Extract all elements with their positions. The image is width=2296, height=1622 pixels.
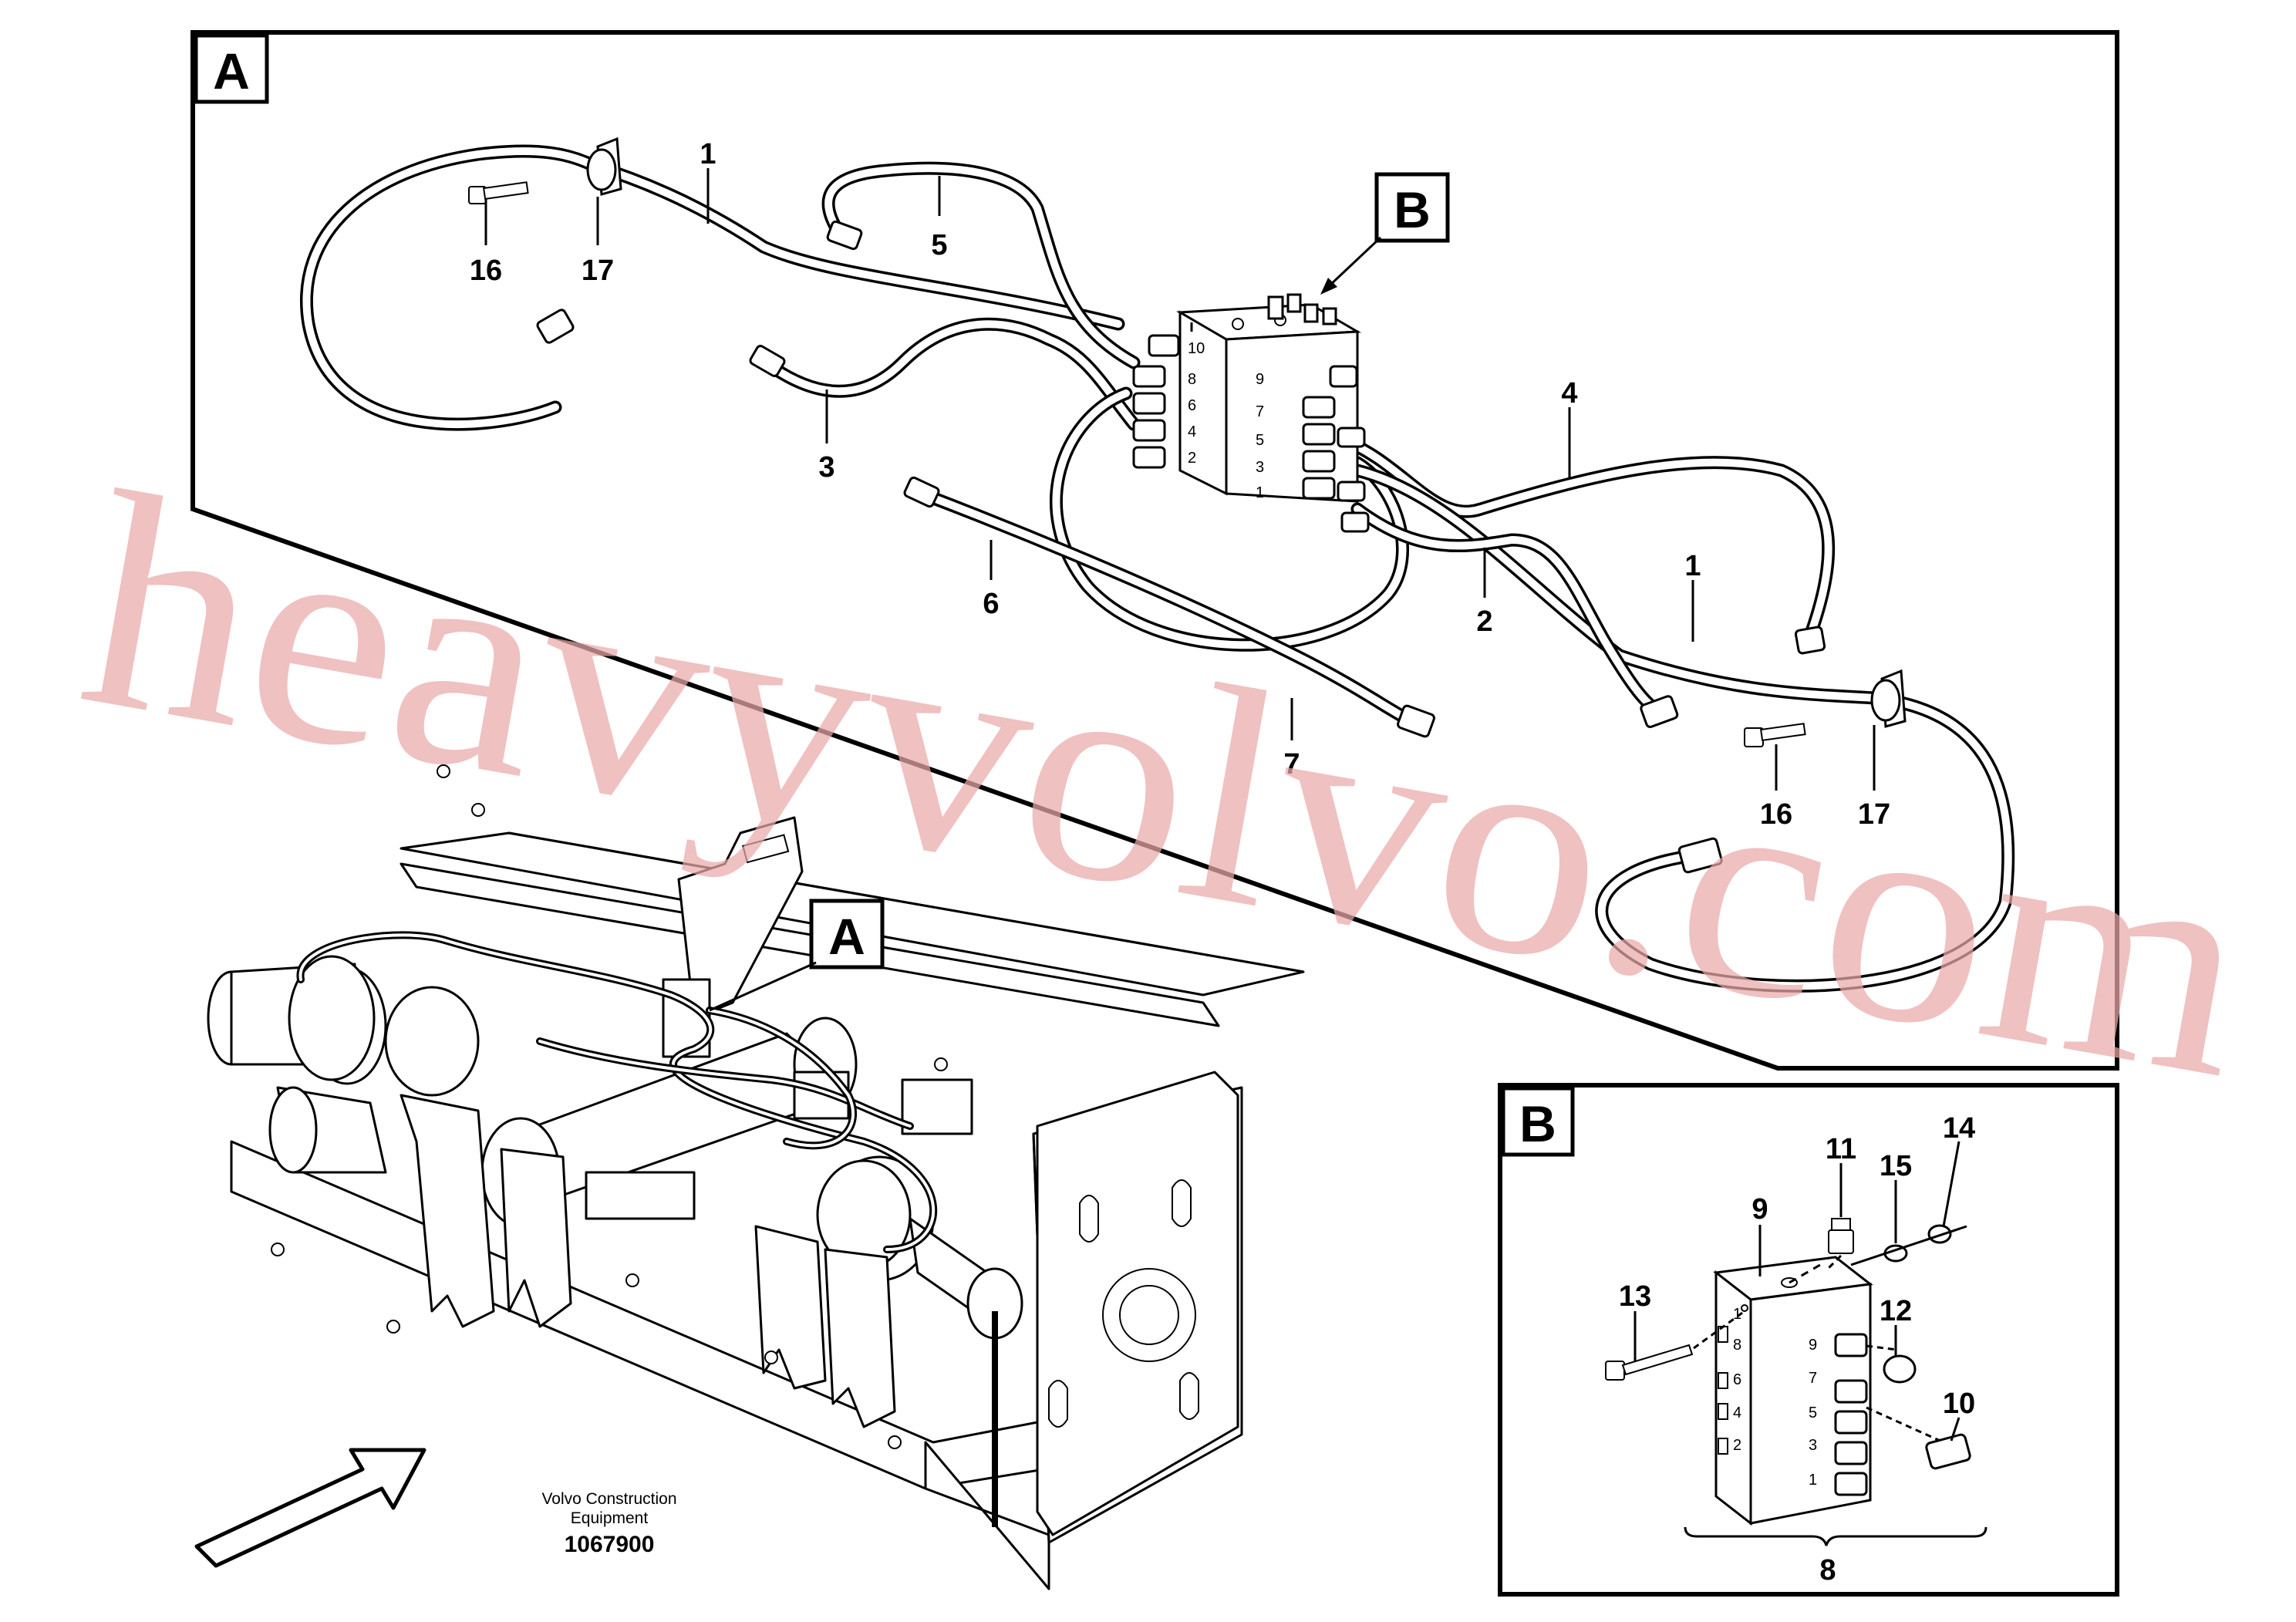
- svg-text:5: 5: [1809, 1404, 1817, 1421]
- view-a-tag: A: [213, 42, 250, 99]
- callout-1: 1: [700, 138, 716, 170]
- view-a-ports-right: 9 7 5 3 1: [1256, 365, 1370, 533]
- view-b-pointer-tag: B: [1394, 181, 1431, 238]
- svg-text:6: 6: [1188, 397, 1196, 414]
- credit-line-1: Volvo Construction: [541, 1490, 676, 1508]
- callout-2: 2: [1476, 605, 1492, 638]
- view-b-ports-left: 1 8 6 4 2: [1733, 1306, 1741, 1454]
- callout-11: 11: [1826, 1133, 1856, 1165]
- view-a-callouts: 1 5 16 17 3 6 7 4 2 1 16 17: [470, 138, 1890, 831]
- svg-text:1: 1: [1256, 484, 1264, 501]
- svg-text:6: 6: [1733, 1371, 1741, 1388]
- callout-6: 6: [983, 588, 999, 620]
- view-a-leaders: [484, 168, 1876, 791]
- drawing-credit: Volvo Construction Equipment 1067900: [541, 1490, 676, 1557]
- callout-13: 13: [1619, 1280, 1651, 1313]
- drawing-number: 1067900: [565, 1532, 655, 1557]
- callout-4: 4: [1561, 377, 1577, 410]
- svg-text:2: 2: [1733, 1437, 1741, 1454]
- svg-text:9: 9: [1256, 371, 1264, 388]
- callout-15: 15: [1880, 1150, 1912, 1182]
- view-a-fittings: [468, 137, 1907, 874]
- svg-text:8: 8: [1733, 1337, 1741, 1354]
- svg-text:8: 8: [1188, 371, 1196, 388]
- view-b-valve-block: [1713, 1256, 1944, 1526]
- view-a-frame: [190, 30, 2119, 1071]
- callout-10: 10: [1943, 1388, 1975, 1420]
- callout-1-right: 1: [1684, 550, 1701, 582]
- svg-text:3: 3: [1809, 1437, 1817, 1454]
- svg-text:7: 7: [1809, 1370, 1817, 1387]
- callout-5: 5: [931, 229, 947, 261]
- view-a-tag-box: [194, 33, 269, 104]
- callout-17: 17: [582, 255, 614, 287]
- callout-8: 8: [1819, 1554, 1836, 1587]
- svg-text:3: 3: [1256, 459, 1264, 476]
- svg-text:1: 1: [1809, 1472, 1817, 1489]
- view-a-hoses: [300, 144, 2015, 993]
- machine-assembly: [207, 764, 1305, 1590]
- callout-9: 9: [1752, 1193, 1768, 1226]
- callout-16-right: 16: [1760, 798, 1792, 831]
- view-b-pointer-box: [1374, 172, 1450, 243]
- callout-3: 3: [818, 451, 834, 484]
- svg-text:10: 10: [1188, 340, 1205, 357]
- callout-17-right: 17: [1858, 798, 1890, 831]
- view-b-leaders: [1633, 1141, 1961, 1442]
- credit-line-2: Equipment: [571, 1509, 649, 1527]
- callout-12: 12: [1880, 1295, 1912, 1327]
- svg-text:9: 9: [1809, 1337, 1817, 1354]
- machine-a-pointer-box: [809, 899, 885, 969]
- view-a-ports-left: 10 8 6 4 2: [1132, 334, 1205, 469]
- callout-16: 16: [470, 255, 502, 287]
- view-b-ports-right: 9 7 5 3 1: [1809, 1337, 1817, 1489]
- svg-text:7: 7: [1256, 403, 1264, 420]
- machine-a-pointer-tag: A: [828, 908, 865, 965]
- callout-7: 7: [1283, 748, 1300, 781]
- svg-text:2: 2: [1188, 450, 1196, 467]
- view-a-valve-block: [1175, 293, 1362, 503]
- view-direction-arrow: [194, 1448, 426, 1568]
- view-b-tag-box: [1501, 1086, 1575, 1157]
- callout-14: 14: [1943, 1112, 1975, 1145]
- svg-text:5: 5: [1256, 432, 1264, 449]
- view-b-parts: [1605, 1218, 1988, 1546]
- svg-text:4: 4: [1733, 1404, 1741, 1421]
- svg-text:1: 1: [1733, 1306, 1741, 1323]
- view-b-callouts: 9 11 15 14 13 12 10 8: [1619, 1112, 1975, 1587]
- view-b-tag: B: [1519, 1095, 1556, 1152]
- svg-text:4: 4: [1188, 423, 1196, 440]
